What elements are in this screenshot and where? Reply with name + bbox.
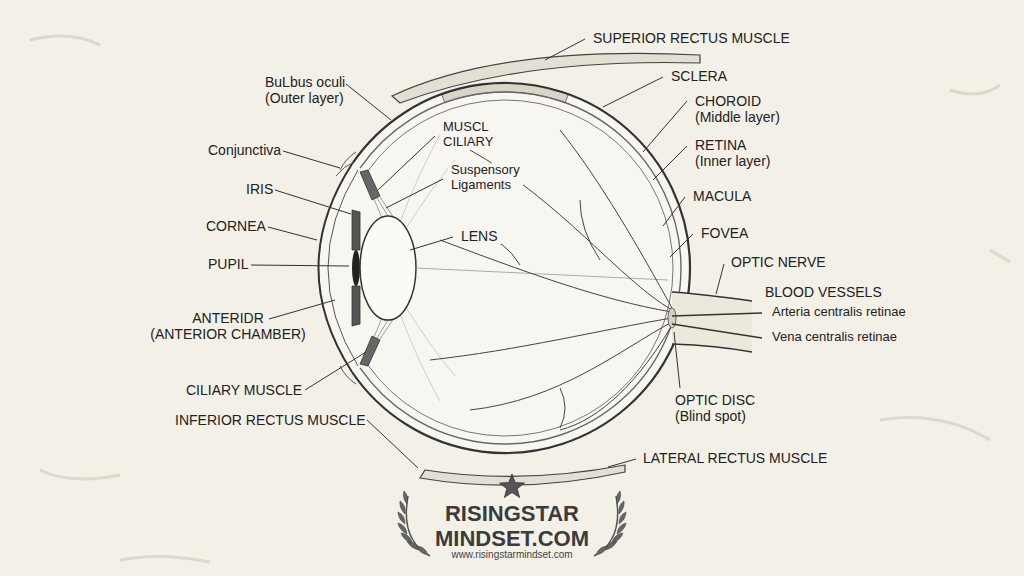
- optic-nerve-fill: [672, 292, 752, 352]
- text-line: OPTIC NERVE: [731, 254, 826, 270]
- text-line: CILIARY MUSCLE: [186, 382, 302, 398]
- text-line: INFERIOR RECTUS MUSCLE: [175, 412, 366, 428]
- layer-label: SCLERA: [668, 68, 730, 84]
- eyeball-fill: [319, 83, 691, 453]
- text-line: BuLbus oculi: [265, 74, 345, 90]
- text-line: LENS: [461, 228, 498, 244]
- text-line: SCLERA: [671, 68, 727, 84]
- text-line: OPTIC DISC: [675, 392, 755, 408]
- text-line: CHOROID: [695, 93, 780, 109]
- text-line: www.risingstarmindset.com: [451, 549, 572, 561]
- part-label: MACULA: [690, 188, 754, 204]
- part-label: LENS: [458, 228, 501, 244]
- text-line: Conjunctiva: [208, 142, 281, 158]
- laurel-leaves: [398, 491, 428, 555]
- part-label: FOVEA: [698, 225, 751, 241]
- text-line: MUSCL: [443, 120, 493, 135]
- part-label: Conjunctiva: [205, 142, 284, 158]
- part-label: OPTIC NERVE: [728, 254, 829, 270]
- part-label: BLOOD VESSELS: [762, 284, 885, 300]
- central-artery: [672, 313, 762, 316]
- text-line: (Blind spot): [675, 408, 755, 424]
- star-icon: [500, 474, 525, 498]
- text-line: (Inner layer): [695, 153, 770, 169]
- part-label: PUPIL: [205, 256, 251, 272]
- text-line: ANTERIDR: [150, 310, 306, 326]
- laurel-right: [594, 491, 626, 556]
- text-line: BLOOD VESSELS: [765, 284, 882, 300]
- part-label: OPTIC DISC (Blind spot): [672, 392, 758, 424]
- text-line: CORNEA: [206, 218, 266, 234]
- watermark-text: RISINGSTAR MINDSET.COM: [432, 501, 592, 552]
- text-line: SUPERIOR RECTUS MUSCLE: [593, 30, 790, 46]
- text-line: IRIS: [246, 181, 273, 197]
- text-line: LATERAL RECTUS MUSCLE: [643, 450, 827, 466]
- part-label: ANTERIDR (ANTERIOR CHAMBER): [147, 310, 309, 342]
- text-line: CILIARY: [443, 135, 493, 150]
- pupil-shape: [352, 250, 360, 286]
- paper-smudge: [30, 36, 1010, 562]
- vessel-label: Arteria centralis retinae: [769, 305, 909, 320]
- part-label: Suspensory Ligaments: [448, 163, 523, 193]
- laurel-leaves: [596, 491, 626, 555]
- text-line: (Outer layer): [265, 90, 345, 106]
- muscle-label: SUPERIOR RECTUS MUSCLE: [590, 30, 793, 46]
- text-line: Arteria centralis retinae: [772, 305, 906, 320]
- muscle-label: INFERIOR RECTUS MUSCLE: [172, 412, 369, 428]
- part-label: IRIS: [243, 181, 276, 197]
- watermark-url: www.risingstarmindset.com: [448, 549, 575, 561]
- text-line: MACULA: [693, 188, 751, 204]
- layer-label: CHOROID (Middle layer): [692, 93, 783, 125]
- vessel-label: Vena centralis retinae: [769, 330, 900, 345]
- retinal-vessels: [430, 130, 672, 430]
- choroid-outline: [360, 92, 681, 444]
- iris-shape: [352, 210, 360, 326]
- text-line: MINDSET.COM: [435, 526, 589, 551]
- text-line: Suspensory: [451, 163, 520, 178]
- optic-nerve-outline: [672, 292, 752, 352]
- sclera-outline: [352, 83, 690, 453]
- leader-lines: [251, 39, 724, 468]
- part-label: MUSCL CILIARY: [440, 120, 496, 150]
- text-line: Ligaments: [451, 178, 520, 193]
- part-label: CORNEA: [203, 218, 269, 234]
- part-label: CILIARY MUSCLE: [183, 382, 305, 398]
- muscle-label: LATERAL RECTUS MUSCLE: [640, 450, 830, 466]
- text-line: RETINA: [695, 137, 770, 153]
- cornea-outer: [319, 164, 353, 372]
- central-vein: [672, 324, 762, 338]
- layer-label: BuLbus oculi (Outer layer): [262, 74, 348, 106]
- lens-shape: [360, 216, 416, 320]
- text-line: (Middle layer): [695, 109, 780, 125]
- inferior-rectus-muscle: [420, 465, 625, 485]
- text-line: (ANTERIOR CHAMBER): [150, 326, 306, 342]
- text-line: Vena centralis retinae: [772, 330, 897, 345]
- text-line: RISINGSTAR: [435, 501, 589, 526]
- layer-label: RETINA (Inner layer): [692, 137, 773, 169]
- text-line: FOVEA: [701, 225, 748, 241]
- text-line: PUPIL: [208, 256, 248, 272]
